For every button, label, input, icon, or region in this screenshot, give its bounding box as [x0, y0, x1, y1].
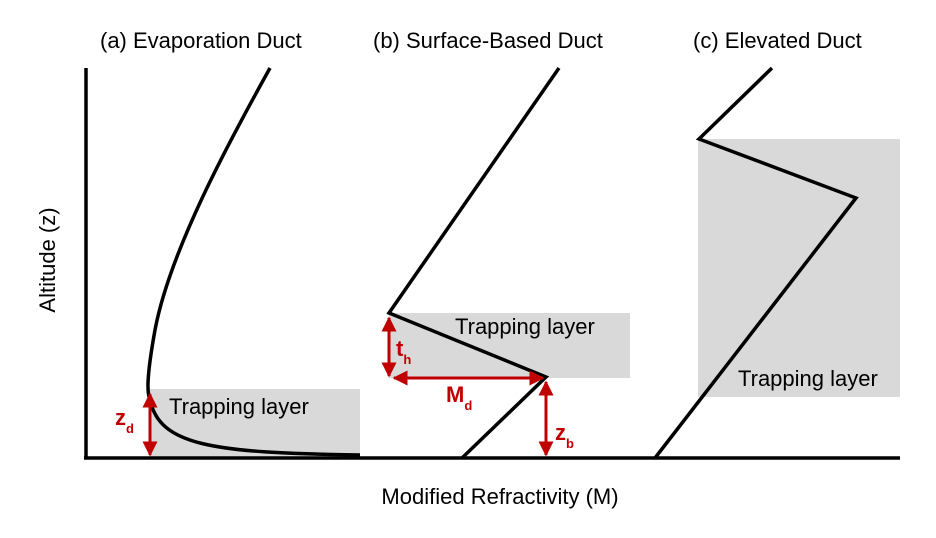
title-elevated-duct: (c) Elevated Duct	[693, 28, 862, 53]
md-label: Md	[446, 382, 472, 413]
th-label: th	[396, 336, 411, 367]
x-axis-title: Modified Refractivity (M)	[381, 484, 618, 509]
elevated-duct-profile	[653, 66, 859, 460]
title-evaporation-duct: (a) Evaporation Duct	[100, 28, 302, 53]
trapping-layer-surface-based	[389, 313, 630, 378]
trapping-layer-label-surface-based: Trapping layer	[455, 314, 595, 339]
zd-label: zd	[115, 405, 134, 436]
trapping-layer-label-evaporation: Trapping layer	[169, 394, 309, 419]
trapping-layer-label-elevated: Trapping layer	[738, 366, 878, 391]
surface-based-duct-profile	[386, 67, 561, 460]
zb-label: zb	[555, 420, 574, 451]
trapping-layer-elevated	[698, 139, 900, 397]
evaporation-duct-profile	[146, 67, 361, 457]
title-surface-based-duct: (b) Surface-Based Duct	[373, 28, 603, 53]
y-axis-title: Altitude (z)	[35, 207, 60, 312]
trapping-layer-evaporation	[150, 389, 360, 457]
